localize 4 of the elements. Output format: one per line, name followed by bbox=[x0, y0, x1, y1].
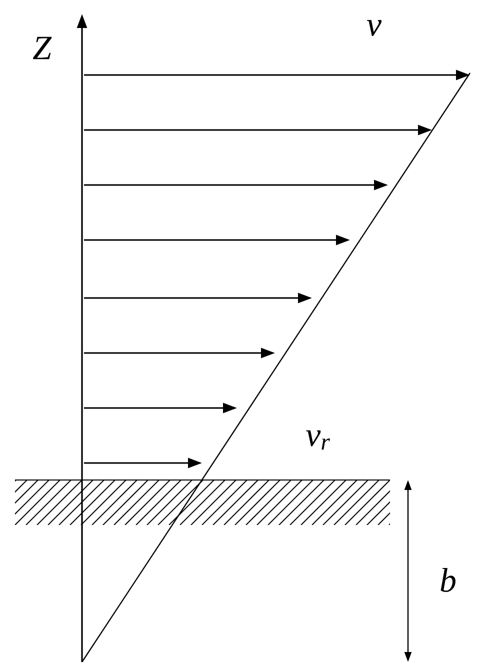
axis-label: Z bbox=[32, 36, 52, 60]
velocity-label: v bbox=[366, 20, 382, 36]
velocity-label: v$_{r}$ bbox=[306, 430, 330, 450]
dimension-label: b bbox=[440, 568, 456, 592]
